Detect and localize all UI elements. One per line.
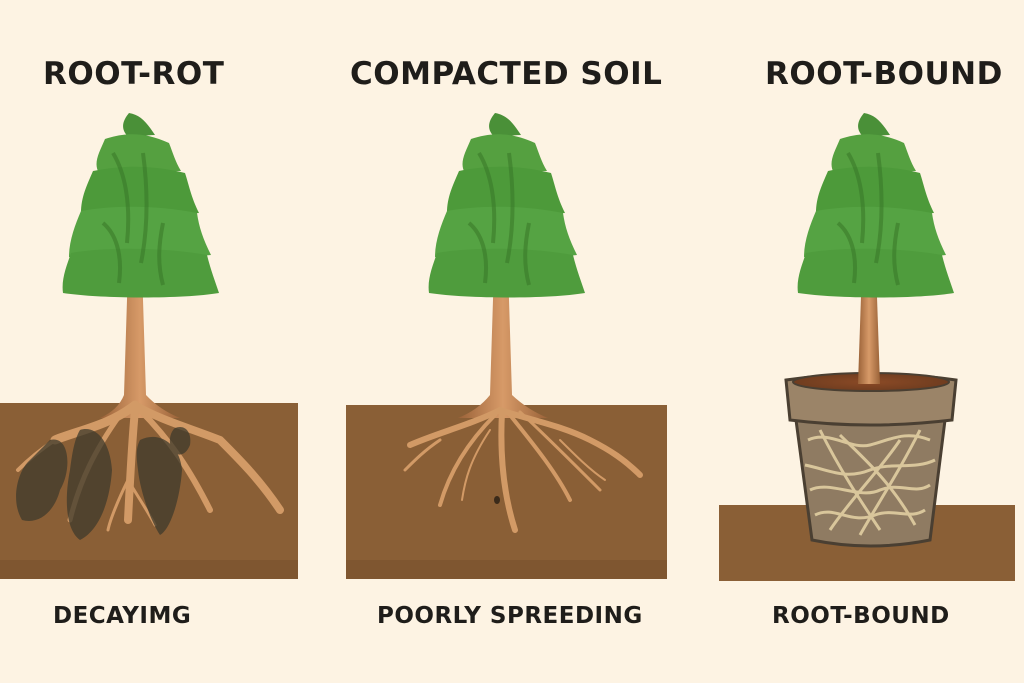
panel-caption-root-rot: DECAYIMG [53, 603, 192, 629]
roots [403, 407, 643, 533]
trunk [458, 268, 548, 418]
panel-title-root-bound: ROOT-BOUND [765, 56, 1003, 92]
panel-caption-root-bound: ROOT-BOUND [772, 603, 950, 629]
panel-root-rot [0, 111, 298, 579]
tree-foliage [426, 111, 587, 300]
circling-roots [804, 429, 936, 536]
rot-patches [16, 426, 191, 540]
tree-foliage [795, 111, 956, 300]
tree-foliage [60, 111, 221, 300]
panel-title-compacted-soil: COMPACTED SOIL [350, 56, 663, 92]
panel-root-bound [719, 111, 1015, 581]
panel-caption-compacted-soil: POORLY SPREEDING [377, 603, 643, 629]
panel-compacted-soil [346, 111, 667, 579]
pot [784, 372, 958, 548]
panel-title-root-rot: ROOT-ROT [43, 56, 225, 92]
trunk [100, 268, 180, 418]
